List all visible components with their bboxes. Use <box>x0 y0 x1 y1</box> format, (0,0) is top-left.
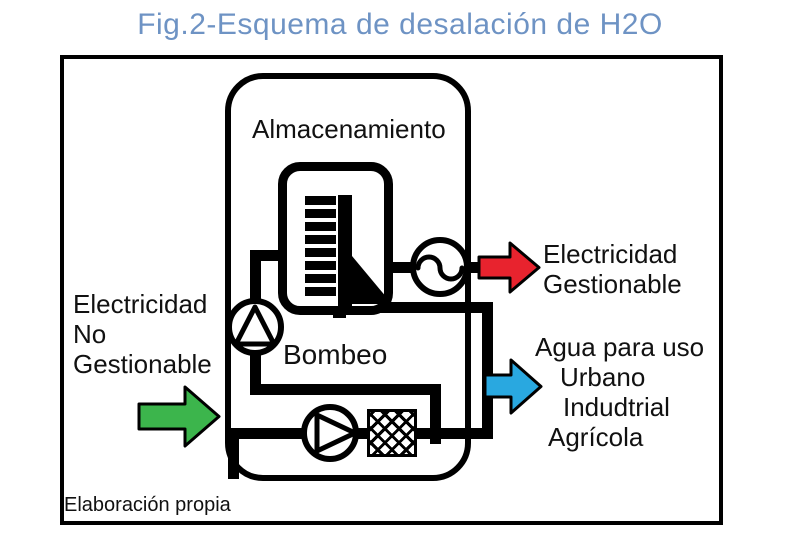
label-agua-para-uso: Agua para uso Urbano Indudtrial Agrícola <box>535 332 704 452</box>
pump-icon <box>226 298 284 356</box>
label-line: Gestionable <box>73 349 212 379</box>
storage-label: Almacenamiento <box>252 114 446 144</box>
pipe-mid-down-connector <box>430 384 441 444</box>
label-line: No <box>73 319 107 349</box>
label-line: Urbano <box>560 362 646 392</box>
label-line: Agrícola <box>548 422 644 452</box>
pipe-upper-horizontal <box>380 302 493 313</box>
label-electricidad-no-gestionable: Electricidad No Gestionable <box>73 289 212 379</box>
figure-frame <box>60 55 723 525</box>
pipe-to-storage-left <box>250 250 290 261</box>
electricity-arrow-icon <box>477 241 541 294</box>
water-arrow-icon <box>483 358 543 415</box>
input-arrow-icon <box>137 385 221 448</box>
label-line: Indudtrial <box>563 392 670 422</box>
source-note: Elaboración propia <box>64 494 231 516</box>
pipe-right-riser <box>482 303 493 439</box>
pipe-generator-left-stub <box>386 262 414 273</box>
label-line: Agua para uso <box>535 332 705 362</box>
storage-battery-icon <box>305 195 392 318</box>
label-line: Electricidad <box>73 289 208 319</box>
page-title: Fig.2-Esquema de desalación de H2O <box>137 8 663 41</box>
filter-icon <box>367 409 417 457</box>
pipe-bottom-main <box>228 428 493 439</box>
label-line: Electricidad <box>543 239 678 269</box>
label-line: Gestionable <box>543 269 682 299</box>
generator-icon <box>410 237 470 297</box>
pipe-generator-right-stub <box>464 262 482 273</box>
label-electricidad-gestionable: Electricidad Gestionable <box>543 239 682 299</box>
pipe-mid-horizontal <box>250 384 441 395</box>
pump-icon <box>301 404 359 462</box>
pipe-bottom-left-stub <box>228 428 239 479</box>
pumping-label: Bombeo <box>283 339 388 370</box>
